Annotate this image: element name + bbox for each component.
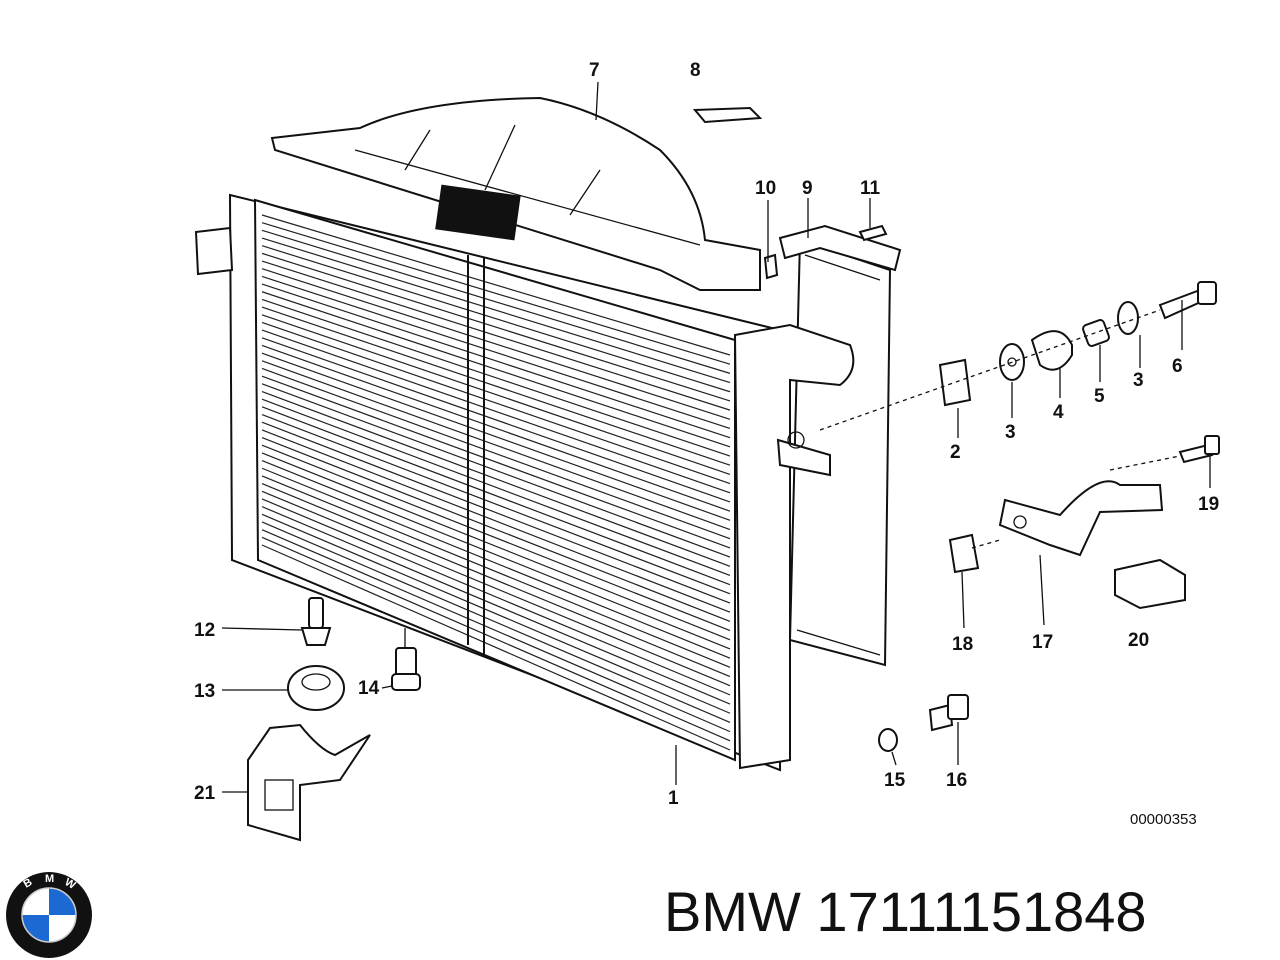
radiator-fin xyxy=(261,506,731,705)
radiator-fin xyxy=(261,460,731,650)
radiator-fin xyxy=(261,436,731,622)
callout-labels: 7 8 10 9 11 6 3 5 4 3 2 19 17 18 20 12 1… xyxy=(194,60,1219,828)
radiator-fin xyxy=(261,421,731,604)
radiator-fin xyxy=(261,521,731,723)
callout-2: 2 xyxy=(950,442,961,463)
radiator-fin xyxy=(261,490,731,687)
radiator-fin xyxy=(261,444,731,632)
callout-17: 17 xyxy=(1032,632,1053,653)
callout-4: 4 xyxy=(1053,402,1064,423)
radiator-fin xyxy=(261,275,731,430)
callout-3b: 3 xyxy=(1133,370,1144,391)
callout-19: 19 xyxy=(1198,494,1219,515)
callout-1: 1 xyxy=(668,788,679,809)
radiator-fin xyxy=(261,260,731,411)
radiator-fin xyxy=(261,467,731,659)
radiator-fin xyxy=(261,452,731,641)
leader-lines xyxy=(221,81,1211,793)
callout-18: 18 xyxy=(952,634,973,655)
radiator-fin xyxy=(261,337,731,503)
diagram-reference-number: 00000353 xyxy=(1130,811,1197,828)
callout-9: 9 xyxy=(802,178,813,199)
callout-13: 13 xyxy=(194,681,215,702)
svg-text:M: M xyxy=(45,873,54,885)
radiator-fin xyxy=(261,529,731,733)
radiator-fin xyxy=(261,352,731,521)
callout-3a: 3 xyxy=(1005,422,1016,443)
radiator-fin xyxy=(261,283,731,439)
callout-20: 20 xyxy=(1128,630,1149,651)
radiator-fin xyxy=(261,306,731,466)
radiator-fin xyxy=(261,483,731,678)
lower-left-hardware xyxy=(247,597,421,842)
radiator-fin xyxy=(261,429,731,613)
fan-shroud xyxy=(270,96,761,291)
radiator-fin xyxy=(261,314,731,475)
callout-8: 8 xyxy=(690,60,701,81)
radiator-fin xyxy=(261,513,731,714)
radiator-fin xyxy=(261,498,731,696)
part-caption: BMW 17111151848 xyxy=(664,872,1147,952)
callout-6: 6 xyxy=(1172,356,1183,377)
radiator-fin xyxy=(261,367,731,540)
radiator-fin xyxy=(261,383,731,558)
radiator-fin xyxy=(261,375,731,549)
radiator-fin xyxy=(261,360,731,531)
radiator-fin xyxy=(261,398,731,577)
radiator-fin xyxy=(261,237,731,384)
radiator-fin xyxy=(261,298,731,457)
radiator-fin xyxy=(261,321,731,485)
radiator-fins xyxy=(261,214,731,751)
radiator-fin xyxy=(261,536,731,742)
radiator-fin xyxy=(261,329,731,494)
callout-21: 21 xyxy=(194,783,216,804)
callout-14: 14 xyxy=(358,678,380,699)
radiator-fin xyxy=(261,252,731,402)
radiator-fin xyxy=(261,344,731,512)
radiator xyxy=(194,193,855,772)
callout-16: 16 xyxy=(946,770,967,791)
radiator-fin xyxy=(261,390,731,567)
callout-5: 5 xyxy=(1094,386,1105,407)
callout-12: 12 xyxy=(194,620,215,641)
radiator-fin xyxy=(261,214,731,356)
bmw-logo-icon: B M W xyxy=(6,872,92,958)
radiator-fin xyxy=(261,229,731,374)
radiator-fin xyxy=(261,222,731,365)
radiator-fin xyxy=(261,245,731,393)
callout-15: 15 xyxy=(884,770,906,791)
part-number: 17111151848 xyxy=(816,880,1147,943)
radiator-fin xyxy=(261,291,731,448)
mounting-hardware xyxy=(692,106,1220,752)
radiator-fin xyxy=(261,406,731,586)
radiator-fin xyxy=(261,475,731,668)
radiator-fin xyxy=(261,268,731,420)
radiator-fin xyxy=(261,544,731,751)
callout-10: 10 xyxy=(755,178,776,199)
brand-name: BMW xyxy=(664,880,801,943)
radiator-fin xyxy=(261,413,731,595)
callout-7: 7 xyxy=(589,60,600,81)
callout-11: 11 xyxy=(860,178,881,199)
